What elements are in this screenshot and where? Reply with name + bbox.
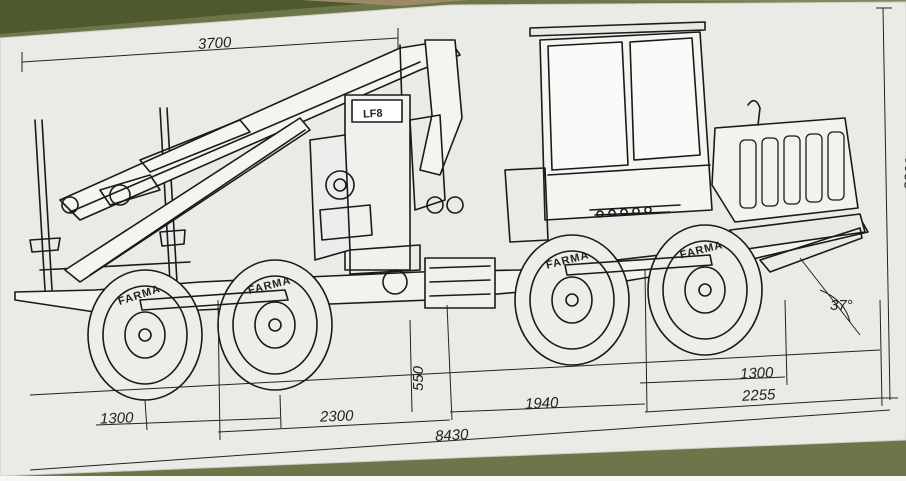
operator-cab xyxy=(504,21,713,243)
engine-grille xyxy=(739,131,845,209)
forwarder-machine xyxy=(14,21,869,401)
dimension-labels: 3700 3200 1300 2300 550 1940 2255 1300 8… xyxy=(100,34,906,445)
dim-overall-height: 3200 xyxy=(902,156,906,191)
dim-crane-reach: 3700 xyxy=(197,34,232,53)
dimension-lines xyxy=(21,7,898,471)
dim-front-bogie: 1300 xyxy=(740,364,775,382)
dim-ground-clearance: 550 xyxy=(410,365,427,391)
crane-boom xyxy=(59,39,463,283)
wheel-rear-1 xyxy=(87,269,203,401)
crane-plate: LF8 xyxy=(363,108,383,121)
dim-axle-center: 1940 xyxy=(525,394,560,412)
crane-column xyxy=(309,94,464,275)
dim-front-section: 2255 xyxy=(741,386,777,405)
front-guard xyxy=(759,227,863,273)
dim-rear-overhang: 1300 xyxy=(100,409,135,427)
dim-approach-angle: 37° xyxy=(830,297,853,314)
dim-rear-bogie: 2300 xyxy=(319,407,355,425)
wheel-front-1 xyxy=(514,234,630,366)
engine-hood xyxy=(711,99,866,251)
load-bunk-stakes xyxy=(29,107,191,291)
dim-overall-length: 8430 xyxy=(435,426,470,445)
articulation-joint xyxy=(382,257,496,309)
